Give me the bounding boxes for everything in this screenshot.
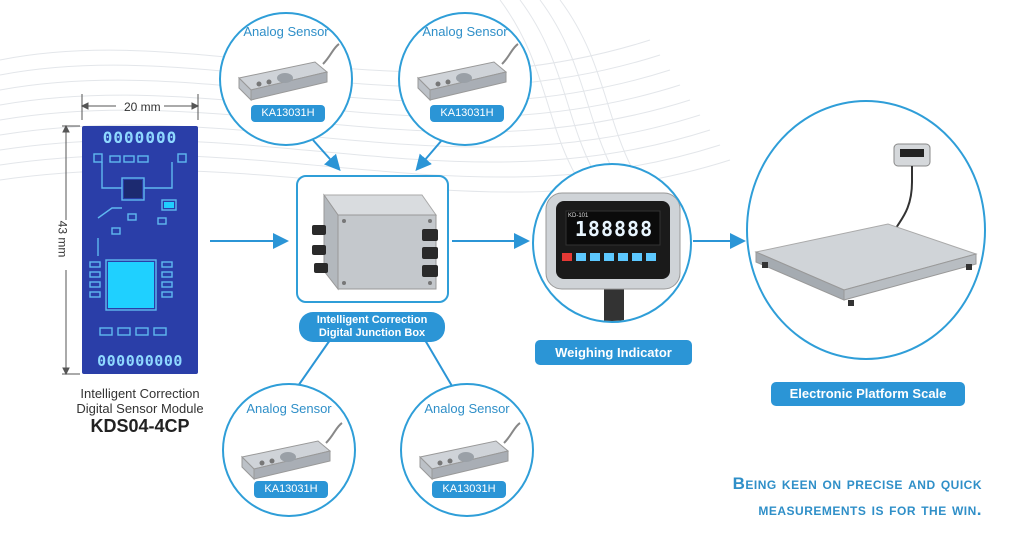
load-cell-icon: [237, 43, 340, 102]
module-caption-line2: Digital Sensor Module: [76, 401, 204, 416]
analog-sensor-bottom-left: Analog Sensor KA13031H: [222, 383, 356, 517]
platform-scale-label: Electronic Platform Scale: [771, 382, 965, 406]
indicator-device-image: [545, 192, 681, 321]
sensor-label: Analog Sensor: [246, 401, 332, 416]
analog-sensor-top-left: Analog Sensor KA13031H: [219, 12, 353, 146]
module-caption: Intelligent Correction Digital Sensor Mo…: [50, 386, 230, 437]
arrow-box-to-sensor4: [412, 325, 453, 387]
module-width-label: 20 mm: [124, 100, 161, 114]
load-cell-icon: [418, 422, 521, 481]
load-cell-icon: [240, 422, 343, 481]
junction-box-label-line1: Intelligent Correction: [316, 314, 428, 326]
weighing-indicator-circle: KD-101 188888: [532, 163, 692, 323]
junction-box: [296, 175, 449, 303]
sensor-model: KA13031H: [254, 481, 328, 498]
pcb-board: 0000000 000000000: [82, 126, 198, 374]
module-caption-line1: Intelligent Correction: [80, 386, 200, 401]
indicator-model-text: KD-101: [568, 213, 589, 219]
junction-box-image: [312, 193, 438, 291]
pcb-top-digits: 0000000: [102, 128, 178, 147]
sensor-model: KA13031H: [430, 105, 504, 122]
arrow-box-to-sensor3: [297, 325, 344, 387]
weighing-indicator-label: Weighing Indicator: [535, 340, 692, 365]
arrow-sensor2-to-box: [415, 139, 443, 172]
module-name: KDS04-4CP: [90, 416, 190, 436]
junction-box-label: Intelligent Correction Digital Junction …: [299, 312, 445, 342]
arrow-sensor1-to-box: [312, 139, 341, 171]
junction-box-label-line2: Digital Junction Box: [318, 327, 426, 339]
sensor-label: Analog Sensor: [422, 24, 508, 39]
analog-sensor-bottom-right: Analog Sensor KA13031H: [400, 383, 534, 517]
module-dimension-lines: [62, 94, 200, 376]
sensor-label: Analog Sensor: [424, 401, 510, 416]
platform-scale-circle: [746, 100, 986, 360]
sensor-model: KA13031H: [432, 481, 506, 498]
platform-scale-image: [754, 143, 978, 306]
pcb-traces: [89, 153, 187, 336]
slogan-line2: measurements is for the win.: [758, 500, 982, 519]
sensor-model: KA13031H: [251, 105, 325, 122]
load-cell-icon: [416, 43, 519, 102]
slogan-line1: Being keen on precise and quick: [732, 474, 982, 493]
indicator-display: 188888: [574, 217, 654, 241]
pcb-bottom-digits: 000000000: [97, 352, 183, 370]
sensor-label: Analog Sensor: [243, 24, 329, 39]
analog-sensor-top-right: Analog Sensor KA13031H: [398, 12, 532, 146]
